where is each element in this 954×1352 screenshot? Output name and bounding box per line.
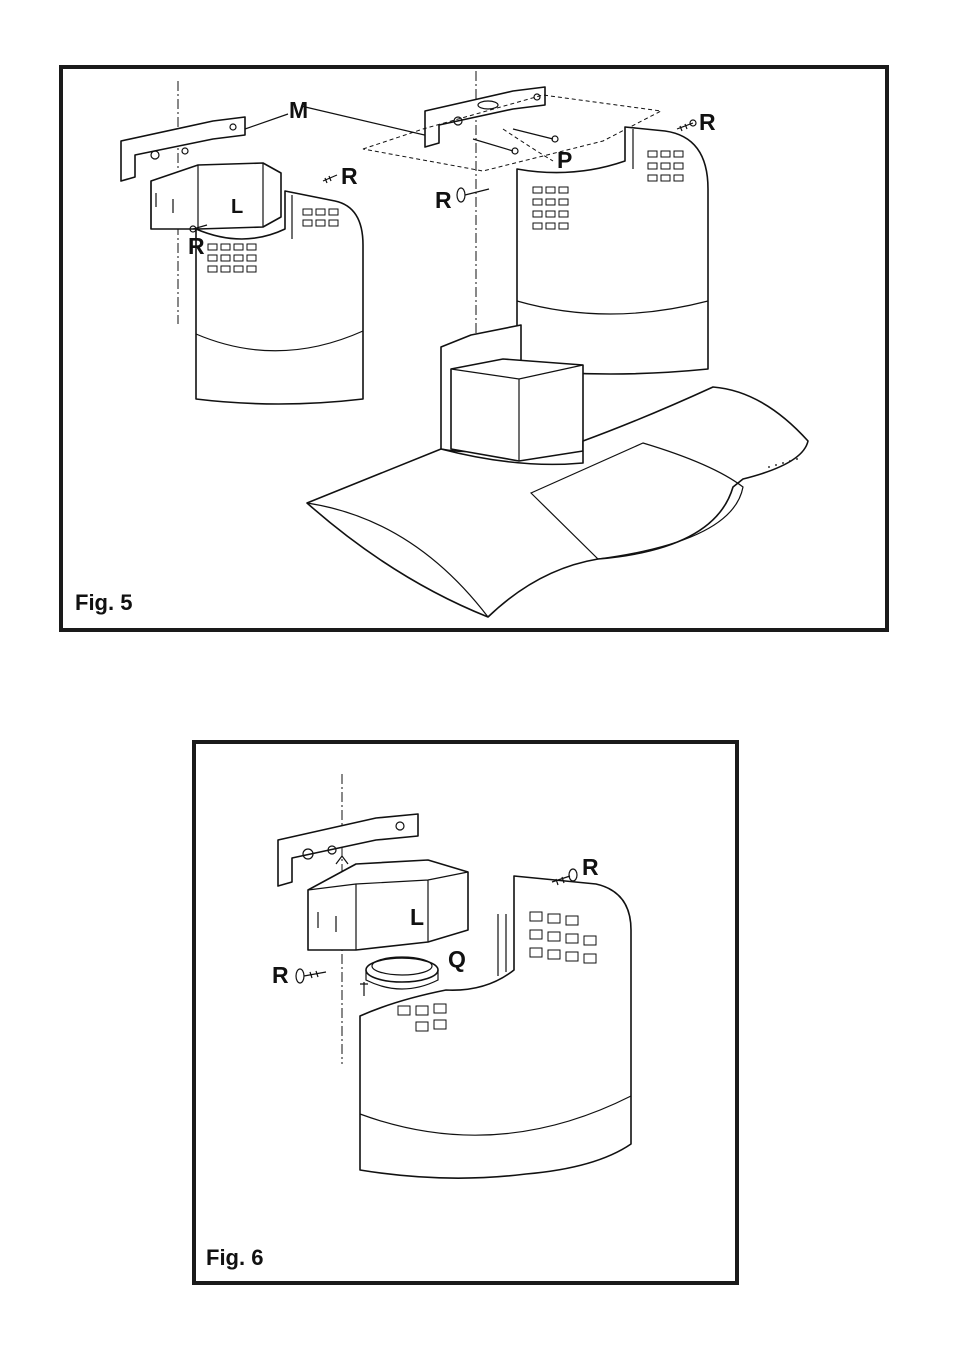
figure-6-illustration xyxy=(196,744,735,1281)
screw-R-left-top xyxy=(323,175,337,183)
figure-6-panel: R L Q R Fig. 6 xyxy=(192,740,739,1285)
figure-5-panel: M L R R R R P Fig. 5 xyxy=(59,65,889,632)
label-P: P xyxy=(557,149,572,172)
label-L: L xyxy=(410,906,424,929)
label-R-right: R xyxy=(582,856,599,879)
screws-P xyxy=(473,129,558,161)
ring-Q xyxy=(366,957,438,989)
screw-small xyxy=(360,982,368,996)
label-Q: Q xyxy=(448,948,466,971)
figure-5-caption: Fig. 5 xyxy=(75,590,132,616)
label-M: M xyxy=(289,99,308,122)
chimney-cover-right-upper xyxy=(517,127,708,374)
duct-piece-L xyxy=(308,860,468,950)
label-R-left-top: R xyxy=(341,165,358,188)
screw-R-middle xyxy=(457,188,489,202)
duct-piece-L-left xyxy=(151,163,281,229)
label-R-right-top: R xyxy=(699,111,716,134)
screw-R-right-top xyxy=(677,120,696,131)
bracket-right xyxy=(425,87,545,147)
label-R-left: R xyxy=(272,964,289,987)
label-R-middle: R xyxy=(435,189,452,212)
figure-6-caption: Fig. 6 xyxy=(206,1245,263,1271)
screw-R-left xyxy=(296,969,326,983)
label-L: L xyxy=(231,197,243,217)
figure-5-illustration xyxy=(63,69,885,628)
motor-box xyxy=(451,359,583,461)
label-R-left-bracket: R xyxy=(188,235,205,258)
